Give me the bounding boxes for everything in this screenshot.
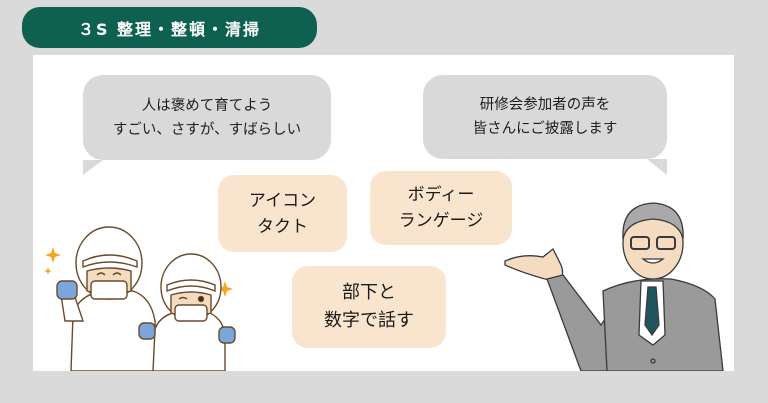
bubble-line: 皆さんにご披露します xyxy=(472,121,618,137)
card-line: アイコン xyxy=(248,190,317,211)
businessman-presenting-icon xyxy=(504,202,724,371)
content-panel: 人は褒めて育てよう すごい、さすが、すばらしい 研修会参加者の声を 皆さんにご披… xyxy=(33,55,734,371)
section-title: ３S 整理・整頓・清掃 xyxy=(77,19,262,39)
bubble-line: 研修会参加者の声を xyxy=(479,97,611,113)
keyword-card-talk-with-numbers: 部下と 数字で話す xyxy=(292,266,446,348)
keyword-card-eye-contact: アイコン タクト xyxy=(218,175,347,252)
bubble-line: 人は褒めて育てよう xyxy=(141,97,273,114)
keyword-card-body-language: ボディー ランゲージ xyxy=(370,171,512,245)
bubble-line: すごい、さすが、すばらしい xyxy=(112,121,302,138)
bubble-tail xyxy=(83,160,103,175)
card-line: ランゲージ xyxy=(398,211,484,231)
card-line: ボディー xyxy=(407,185,475,205)
bubble-tail xyxy=(647,159,667,175)
card-line: 部下と xyxy=(342,282,396,303)
speech-bubble-praise: 人は褒めて育てよう すごい、さすが、すばらしい xyxy=(83,75,331,175)
section-title-banner: ３S 整理・整頓・清掃 xyxy=(22,7,317,48)
speech-bubble-participants: 研修会参加者の声を 皆さんにご披露します xyxy=(423,75,667,175)
card-line: 数字で話す xyxy=(324,310,414,331)
sparkle-icon xyxy=(44,247,233,297)
factory-workers-icon xyxy=(44,226,236,371)
card-line: タクト xyxy=(257,216,308,237)
